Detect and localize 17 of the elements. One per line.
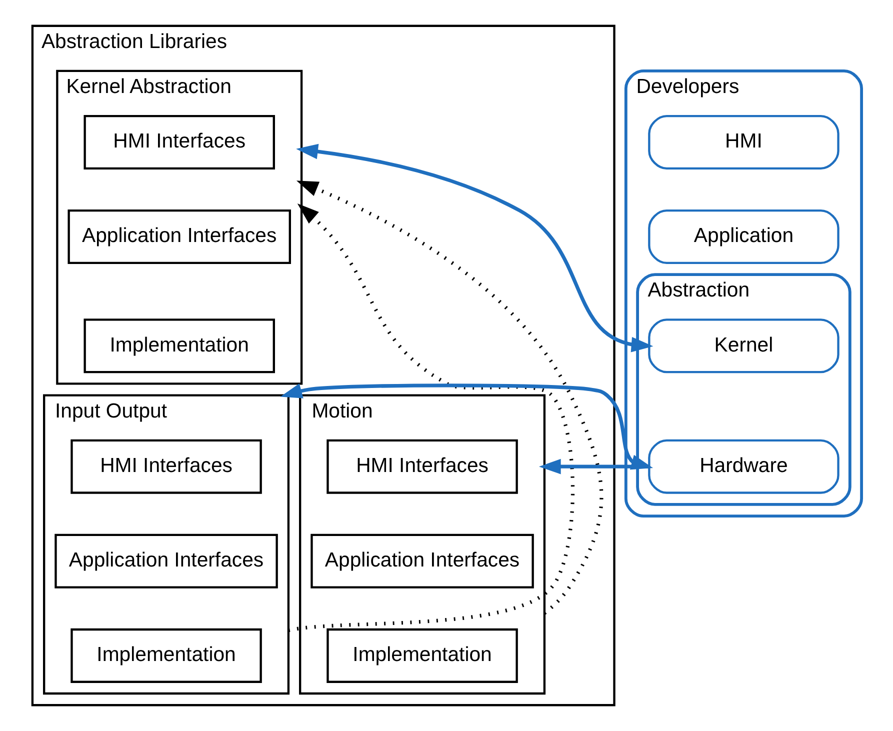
- node-box: HMI Interfaces: [70, 439, 262, 494]
- node-box: Implementation: [326, 628, 518, 683]
- arrow: [296, 180, 603, 615]
- node-box: Application Interfaces: [310, 534, 534, 588]
- node-box: Application Interfaces: [54, 534, 278, 588]
- node-box: Kernel: [648, 318, 839, 374]
- node-box: HMI Interfaces: [83, 114, 274, 170]
- node-box: Implementation: [83, 318, 274, 374]
- node-box: HMI: [648, 114, 839, 170]
- arrow: [538, 458, 649, 474]
- node-box: Application: [648, 210, 839, 264]
- node-box: HMI Interfaces: [326, 439, 518, 494]
- arrow: [288, 204, 574, 632]
- node-box: Hardware: [648, 439, 839, 494]
- node-box: Application Interfaces: [67, 210, 290, 264]
- arrow: [296, 144, 653, 352]
- node-box: Implementation: [70, 628, 262, 683]
